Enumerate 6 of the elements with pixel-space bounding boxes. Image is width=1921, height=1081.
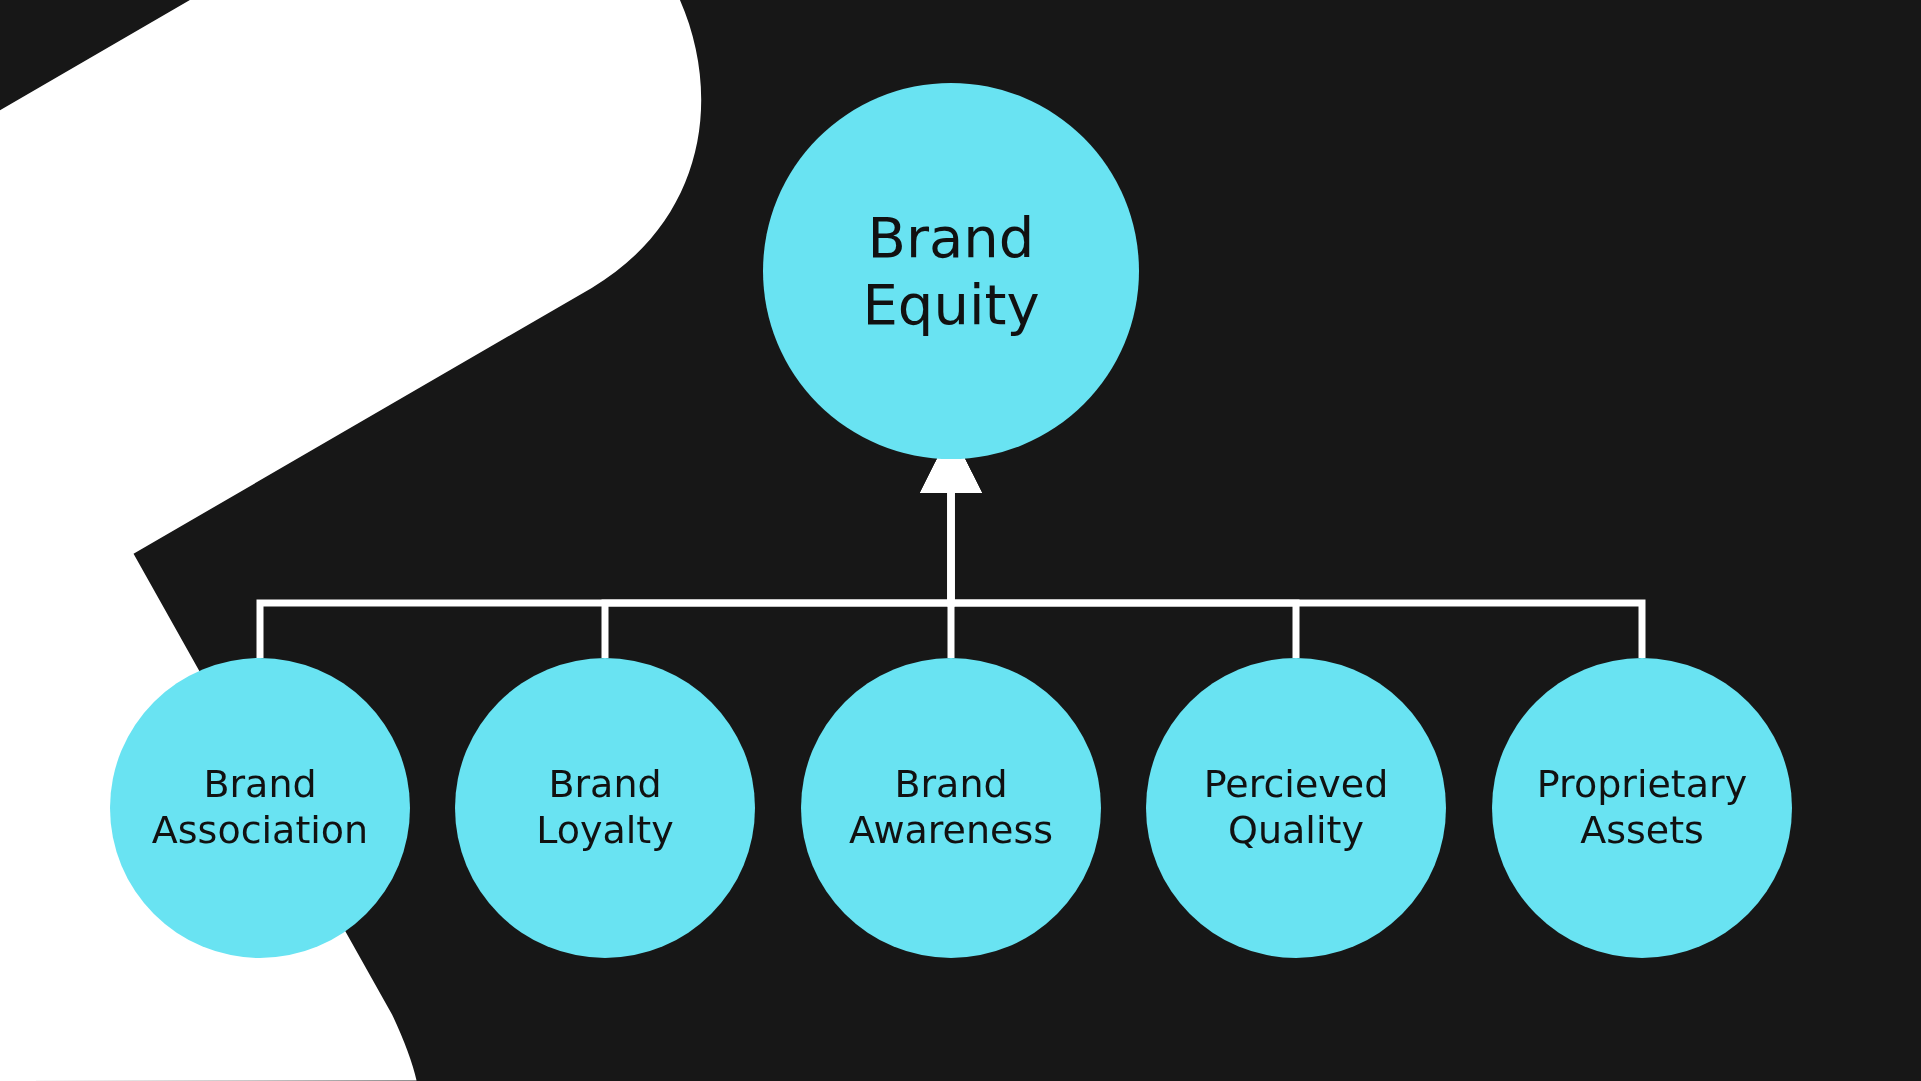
node-label: Proprietary Assets	[1535, 762, 1749, 854]
node-label: Brand Awareness	[847, 762, 1054, 854]
node-label: Percieved Quality	[1202, 762, 1390, 854]
node-label: Brand Loyalty	[535, 762, 675, 854]
node-label: Brand Association	[150, 762, 370, 854]
node-label: Brand Equity	[861, 203, 1041, 339]
